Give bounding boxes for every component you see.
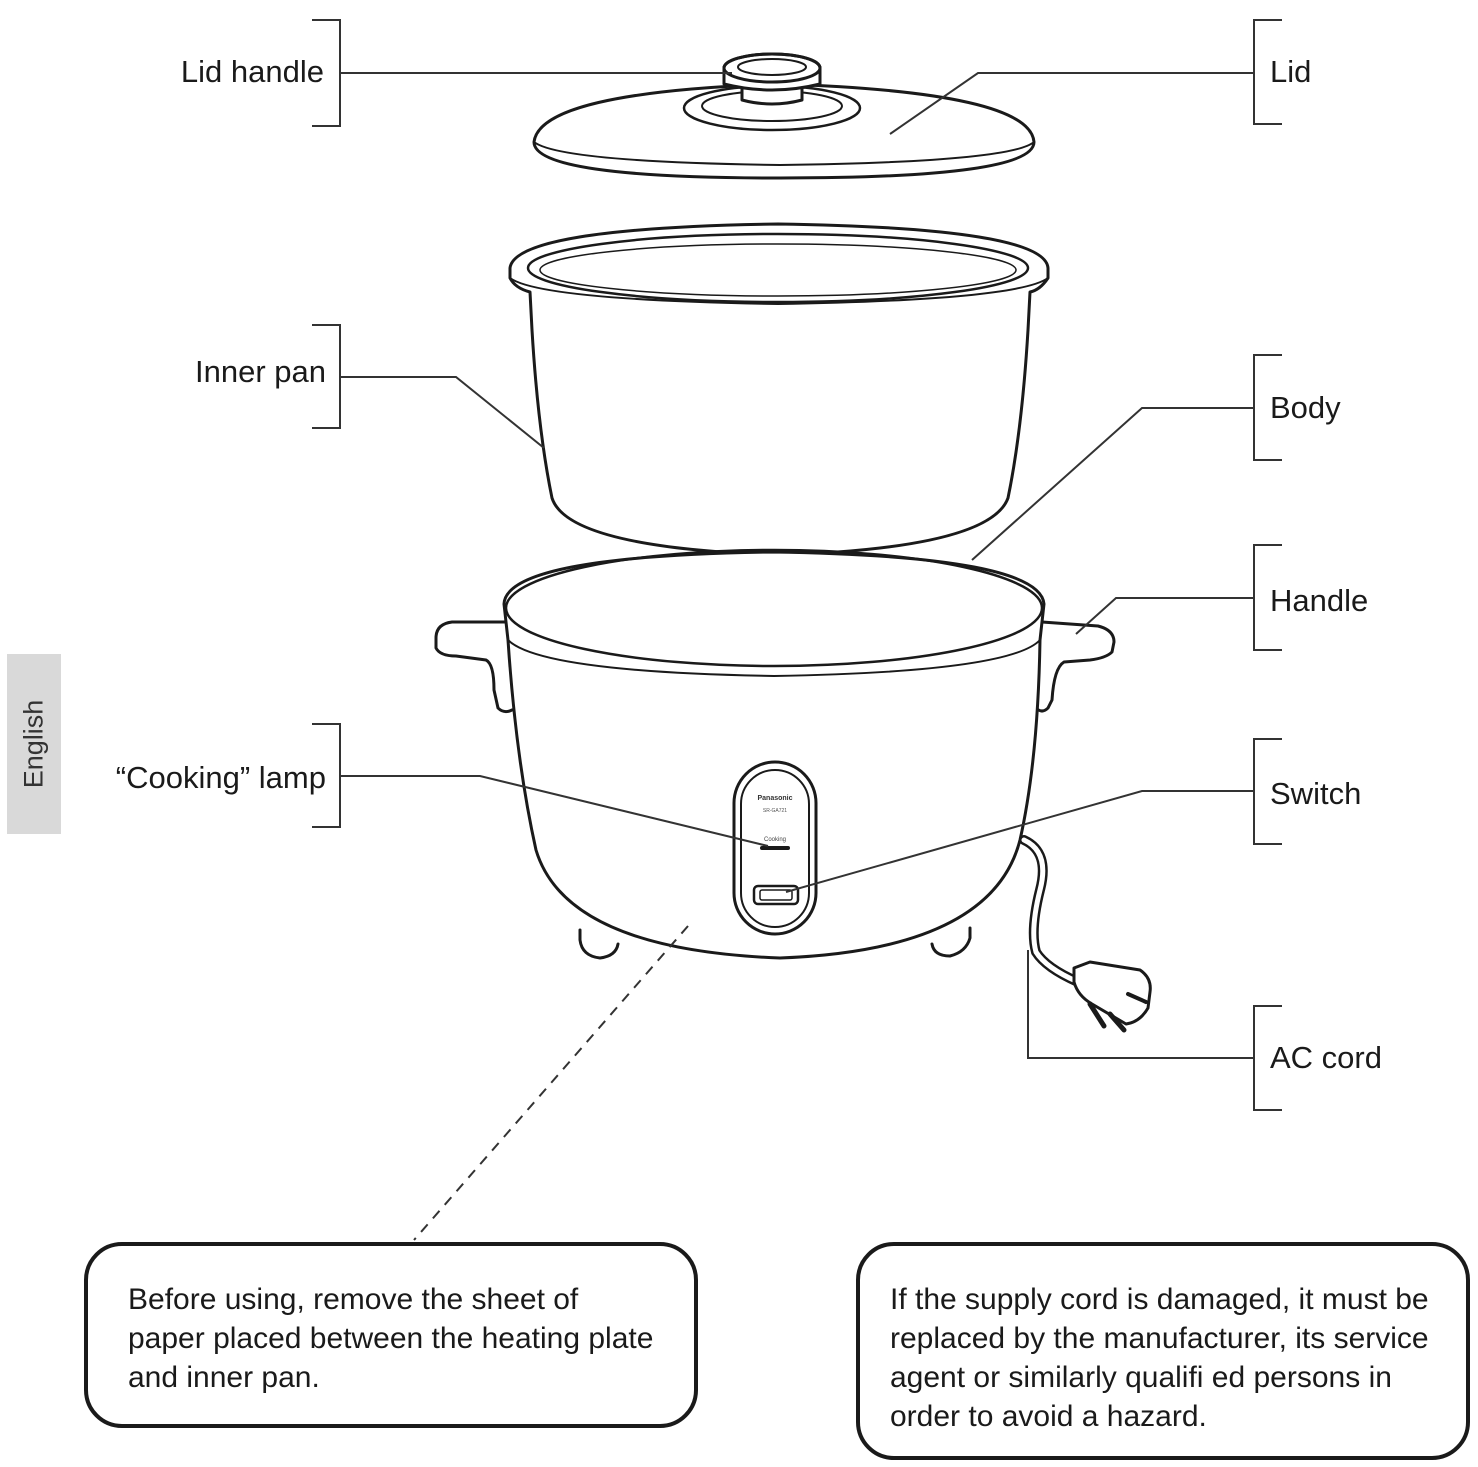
language-tab: English <box>7 654 61 834</box>
inner-pan-illustration <box>508 222 1050 557</box>
label-lid-handle: Lid handle <box>180 54 324 89</box>
note-supply-cord: If the supply cord is damaged, it must b… <box>856 1242 1470 1460</box>
label-inner-pan: Inner pan <box>195 354 326 389</box>
panel-lamp-text: Cooking <box>764 837 786 843</box>
panel-brand: Panasonic <box>757 795 792 802</box>
label-body: Body <box>1270 390 1341 425</box>
cooking-lamp-leader <box>340 775 769 847</box>
body-illustration <box>434 548 1152 1033</box>
label-ac-cord: AC cord <box>1270 1040 1382 1075</box>
body-leader <box>971 407 1254 561</box>
lid-illustration <box>532 52 1036 180</box>
label-switch: Switch <box>1270 776 1362 811</box>
paper-note-leader <box>413 925 689 1241</box>
handle-leader <box>1075 597 1254 635</box>
inner-pan-leader <box>340 376 545 449</box>
label-lid: Lid <box>1270 54 1312 89</box>
lid-leader <box>889 72 1254 135</box>
language-tab-label: English <box>18 699 49 789</box>
switch-leader <box>785 790 1254 893</box>
note-paper-sheet-text: Before using, remove the sheet of paper … <box>128 1283 654 1394</box>
label-handle: Handle <box>1270 583 1369 618</box>
note-supply-cord-text: If the supply cord is damaged, it must b… <box>890 1283 1429 1433</box>
label-cooking-lamp: “Cooking” lamp <box>115 760 326 795</box>
note-paper-sheet: Before using, remove the sheet of paper … <box>84 1242 698 1428</box>
ac-cord-leader <box>1027 950 1254 1059</box>
panel-model: SR-GA721 <box>763 808 787 814</box>
